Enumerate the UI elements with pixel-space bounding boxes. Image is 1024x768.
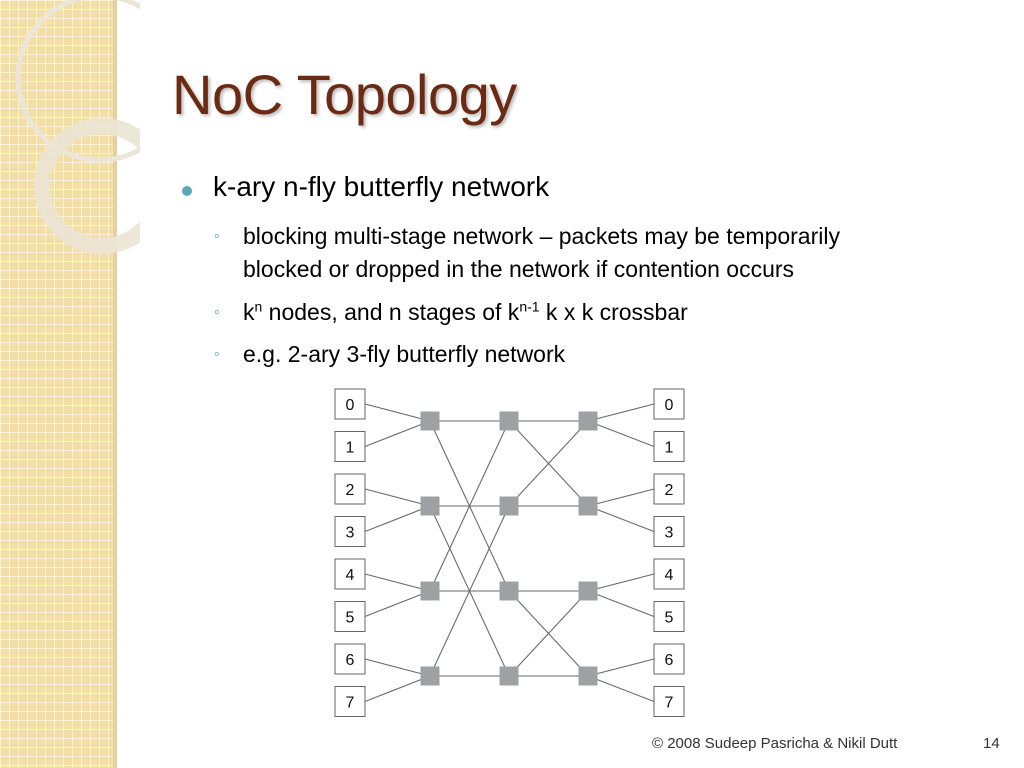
ring-bullet-icon: ◦ [214, 346, 220, 363]
link-line [587, 658, 655, 677]
output-node-box [653, 473, 685, 505]
sub-bullet-nodes-text: kn nodes, and n stages of kn-1 k x k cro… [243, 296, 1003, 329]
main-bullet-text: k-ary n-fly butterfly network [213, 171, 550, 202]
switch-node [420, 581, 440, 601]
output-node-label: 4 [665, 567, 674, 584]
input-node-label: 0 [346, 397, 355, 414]
link-line [587, 403, 655, 422]
sub-bullet-example-text: e.g. 2-ary 3-fly butterfly network [243, 341, 566, 367]
link-line [364, 403, 431, 422]
input-node-box [334, 601, 366, 632]
page-number: 14 [983, 735, 1000, 752]
decorative-rings [15, 0, 140, 254]
input-node-box [334, 516, 366, 547]
switch-node [578, 411, 598, 431]
output-node-label: 5 [665, 610, 674, 627]
output-node-label: 2 [665, 482, 674, 499]
link-line [364, 420, 431, 448]
butterfly-network-diagram: 0 1 2 3 4 5 6 7 0 1 2 3 4 5 6 7 [334, 388, 685, 717]
link-line [587, 505, 655, 533]
link-line [587, 675, 655, 703]
input-node-box [334, 558, 366, 590]
output-node-box [653, 516, 685, 547]
nodes-k: k [243, 299, 255, 325]
switch-node [420, 496, 440, 516]
ring-bullet-icon: ◦ [214, 228, 220, 245]
link-line [429, 505, 510, 677]
output-node-box [653, 431, 685, 462]
switch-node [578, 666, 598, 686]
input-node-label: 4 [346, 567, 355, 584]
switch-node [499, 496, 519, 516]
link-line [364, 675, 431, 703]
input-node-label: 1 [346, 440, 355, 457]
input-node-label: 3 [346, 525, 355, 542]
switch-node [499, 666, 519, 686]
link-line [364, 573, 431, 592]
slide-title: NoC Topology [172, 63, 517, 126]
output-node-label: 6 [665, 652, 674, 669]
switch-node [578, 496, 598, 516]
link-line [587, 488, 655, 507]
output-node-label: 1 [665, 440, 674, 457]
nodes-superscript-n: n [254, 298, 263, 315]
link-line [364, 658, 431, 677]
output-node-label: 0 [665, 397, 674, 414]
ring-bullet-icon: ◦ [214, 304, 220, 321]
link-line [429, 420, 510, 592]
output-node-label: 7 [665, 695, 674, 712]
input-node-box [334, 431, 366, 462]
sub-bullet-blocking-line2: blocked or dropped in the network if con… [243, 256, 795, 282]
link-line [508, 420, 589, 507]
side-band-edge [113, 0, 117, 768]
switch-node [578, 581, 598, 601]
output-node-box [653, 643, 685, 675]
link-line [364, 590, 431, 618]
input-node-box [334, 473, 366, 505]
nodes-middle-text: nodes, and n stages of k [262, 299, 520, 325]
input-node-box [334, 686, 366, 717]
input-node-box [334, 643, 366, 675]
output-node-label: 3 [665, 525, 674, 542]
link-line [364, 488, 431, 507]
input-node-box [334, 388, 366, 420]
bullet-dot-icon [182, 186, 192, 196]
link-line [364, 505, 431, 533]
switch-node [420, 411, 440, 431]
switch-node [499, 581, 519, 601]
input-node-label: 2 [346, 482, 355, 499]
footer-copyright: © 2008 Sudeep Pasricha & Nikil Dutt [652, 735, 898, 752]
output-node-box [653, 601, 685, 632]
link-line [508, 590, 589, 677]
output-node-box [653, 388, 685, 420]
switch-node [420, 666, 440, 686]
output-node-box [653, 686, 685, 717]
nodes-superscript-exp: n-1 [519, 298, 540, 315]
input-node-label: 7 [346, 695, 355, 712]
link-line [587, 573, 655, 592]
input-node-label: 5 [346, 610, 355, 627]
output-node-box [653, 558, 685, 590]
link-line [587, 590, 655, 618]
input-node-label: 6 [346, 652, 355, 669]
nodes-end-text: k x k crossbar [539, 299, 688, 325]
link-line [587, 420, 655, 448]
sub-bullet-blocking-line1: blocking multi-stage network – packets m… [243, 223, 840, 249]
switch-node [499, 411, 519, 431]
